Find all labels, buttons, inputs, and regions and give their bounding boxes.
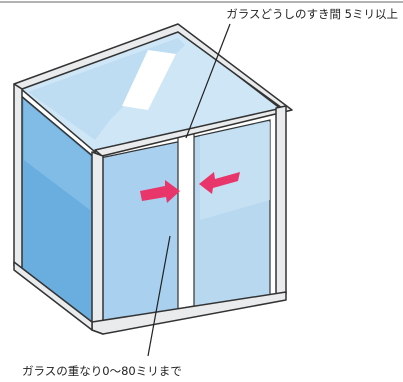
left-arrow-icon xyxy=(140,180,180,203)
top-callout-leader xyxy=(185,23,231,139)
top-glass-reflection xyxy=(122,50,176,110)
glass-overlap-strip xyxy=(177,130,195,310)
front-right-glass-shade xyxy=(200,122,270,220)
right-arrow-icon xyxy=(199,172,240,194)
top-callout-label: ガラスどうしのすき間 5ミリ以上 xyxy=(226,7,398,21)
bottom-callout-label: ガラスの重なり0～80ミリまで xyxy=(22,364,182,378)
front-left-glass-pane xyxy=(99,139,188,323)
gap-arrows xyxy=(140,172,240,203)
side-glass-shade xyxy=(24,100,90,210)
case-frame xyxy=(13,23,293,335)
bottom-callout-leader xyxy=(147,235,171,357)
